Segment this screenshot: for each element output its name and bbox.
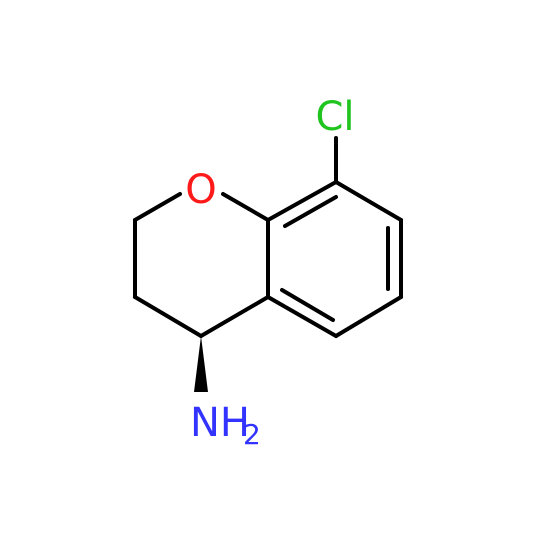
oxygen-atom-label: O — [185, 167, 216, 213]
amine-nh-label: NH — [190, 400, 250, 446]
chlorine-atom-label: Cl — [315, 94, 354, 140]
pyran-ring — [133, 192, 270, 338]
stereo-wedge-bond — [194, 336, 208, 392]
bond-c8a-c8 — [266, 180, 338, 222]
bond-c5-c4a — [266, 295, 338, 338]
amine-group-label: NH 2 — [190, 400, 261, 451]
bond-o-c2 — [133, 192, 182, 222]
double-bond-c5-c4a — [280, 288, 335, 322]
amine-subscript-2: 2 — [243, 418, 261, 451]
benzene-ring — [266, 180, 403, 338]
double-bond-c8a-c8 — [283, 195, 338, 228]
bond-c8-c7 — [334, 180, 403, 222]
bond-c8a-o — [221, 192, 270, 222]
bond-c3-c4 — [133, 295, 203, 338]
bond-c6-c5 — [334, 295, 403, 338]
bond-c4-c4a — [199, 295, 270, 338]
